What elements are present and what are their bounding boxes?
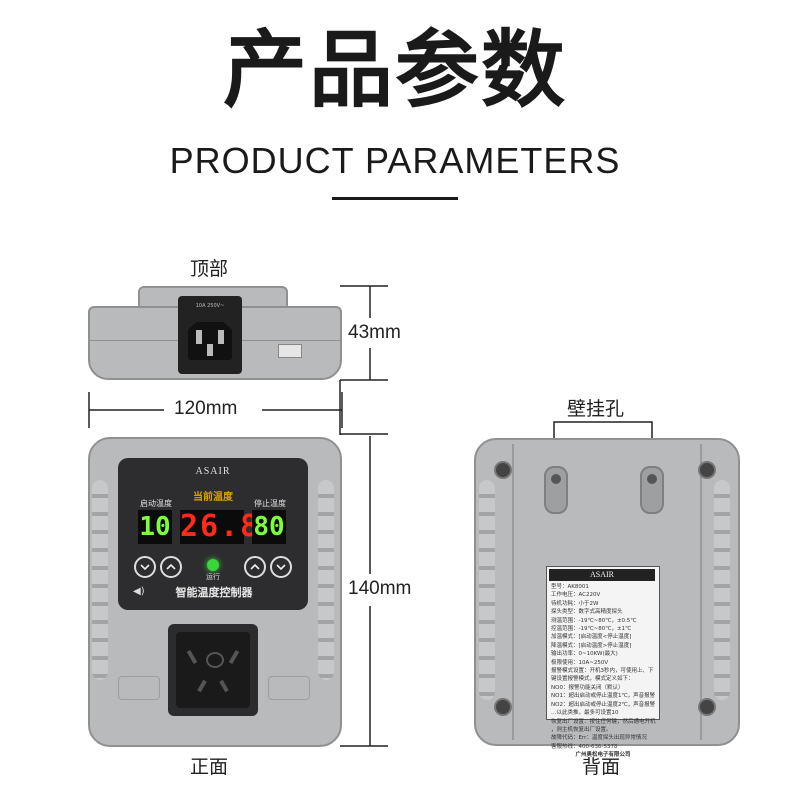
dimension-lines-right — [339, 285, 388, 435]
spec-label-line: NO0：报警功能关闭（默认） — [551, 684, 624, 691]
output-socket — [168, 624, 258, 716]
run-label: 运行 — [206, 573, 220, 581]
chevron-down-icon — [140, 564, 150, 571]
sensor-port-icon — [278, 344, 302, 358]
chevron-up-icon — [250, 563, 260, 570]
dimension-140mm: 140mm — [348, 578, 412, 599]
spec-label-line: NO2：超出启动或停止温度2℃，声音报警 — [551, 701, 656, 708]
chevron-down-icon — [276, 564, 286, 571]
start-temp-label: 启动温度 — [140, 499, 172, 508]
start-up-button[interactable] — [160, 556, 182, 578]
spec-label-line: 键设置报警模式，模式定义如下： — [551, 676, 634, 683]
spec-label-line: 探头类型：数字式高精度探头 — [551, 609, 623, 616]
screw-icon — [494, 461, 512, 479]
power-inlet-icon: 10A 250V~ — [178, 296, 242, 374]
page-title-cn: 产品参数 — [222, 21, 567, 119]
top-view-device: 10A 250V~ — [88, 286, 342, 380]
spec-label-line: 测温范围：-19℃~80℃，±0.5℃ — [551, 617, 637, 624]
spec-label-line: 控温范围：-19℃~80℃，±1℃ — [551, 626, 632, 633]
spec-label-line: 恢复出厂设置：按住任何键，然后通电开机 — [551, 718, 656, 725]
stop-temp-label: 停止温度 — [254, 499, 286, 508]
spec-label-line: NO1：超出启动或停止温度1℃，声音报警 — [551, 693, 656, 700]
mount-hole-left — [544, 466, 568, 514]
run-led-icon — [207, 559, 219, 571]
dimension-width-line — [88, 392, 343, 428]
front-brand-logo: ASAIR — [195, 466, 231, 477]
screw-icon — [494, 698, 512, 716]
spec-label-line: 输出功率：0~10KW(最大) — [551, 651, 618, 658]
page-title-en: PRODUCT PARAMETERS — [169, 140, 621, 181]
stop-temp-display: 80 — [252, 510, 286, 544]
back-brand-logo: ASAIR — [549, 569, 655, 581]
spec-label-line: 工作电压：AC220V — [551, 592, 601, 599]
spec-label-line: 待机功耗：小于2W — [551, 600, 599, 607]
screw-icon — [698, 461, 716, 479]
mount-hole-right — [640, 466, 664, 514]
stop-down-button[interactable] — [270, 556, 292, 578]
plug-text: 10A 250V~ — [195, 303, 225, 309]
back-view-label: 背面 — [582, 756, 621, 778]
spec-label-line: 降温模式：[启动温度>停止温度] — [551, 642, 632, 649]
start-temp-display: 10 — [138, 510, 172, 544]
spec-label-line: 报警模式设置：开机3秒内，可使用上、下 — [551, 668, 654, 675]
spec-label-line: …以此类推，最多可设置10 — [551, 710, 619, 717]
spec-label-line: 加温模式：[启动温度<停止温度] — [551, 634, 632, 641]
product-name: 智能温度控制器 — [175, 586, 253, 599]
speaker-icon: ◀) — [133, 586, 145, 597]
spec-label-line: ，则主机恢复出厂设置。 — [551, 726, 612, 733]
front-view-label: 正面 — [190, 756, 229, 778]
start-down-button[interactable] — [134, 556, 156, 578]
dimension-120mm: 120mm — [174, 398, 238, 419]
spec-label-line: 客服热线：400-636-5378 — [551, 743, 618, 750]
title-underline — [332, 197, 458, 200]
current-temp-display: 26.8 — [180, 509, 261, 544]
chevron-up-icon — [166, 563, 176, 570]
stop-up-button[interactable] — [244, 556, 266, 578]
spec-label-line: 型号：AK8001 — [551, 584, 589, 590]
current-temp-label: 当前温度 — [193, 492, 233, 503]
dimension-43mm: 43mm — [348, 322, 401, 343]
top-view-label: 顶部 — [190, 258, 229, 280]
spec-label-line: 极限使用：10A~250V — [551, 659, 609, 666]
screw-icon — [698, 698, 716, 716]
spec-label-line: 故障代码：Err：温度探头出现异常情况 — [551, 735, 647, 742]
mount-holes-label: 壁挂孔 — [567, 398, 625, 420]
dimension-height-line — [340, 436, 388, 747]
spec-label-line: 广州奥松电子有限公司 — [575, 752, 631, 759]
